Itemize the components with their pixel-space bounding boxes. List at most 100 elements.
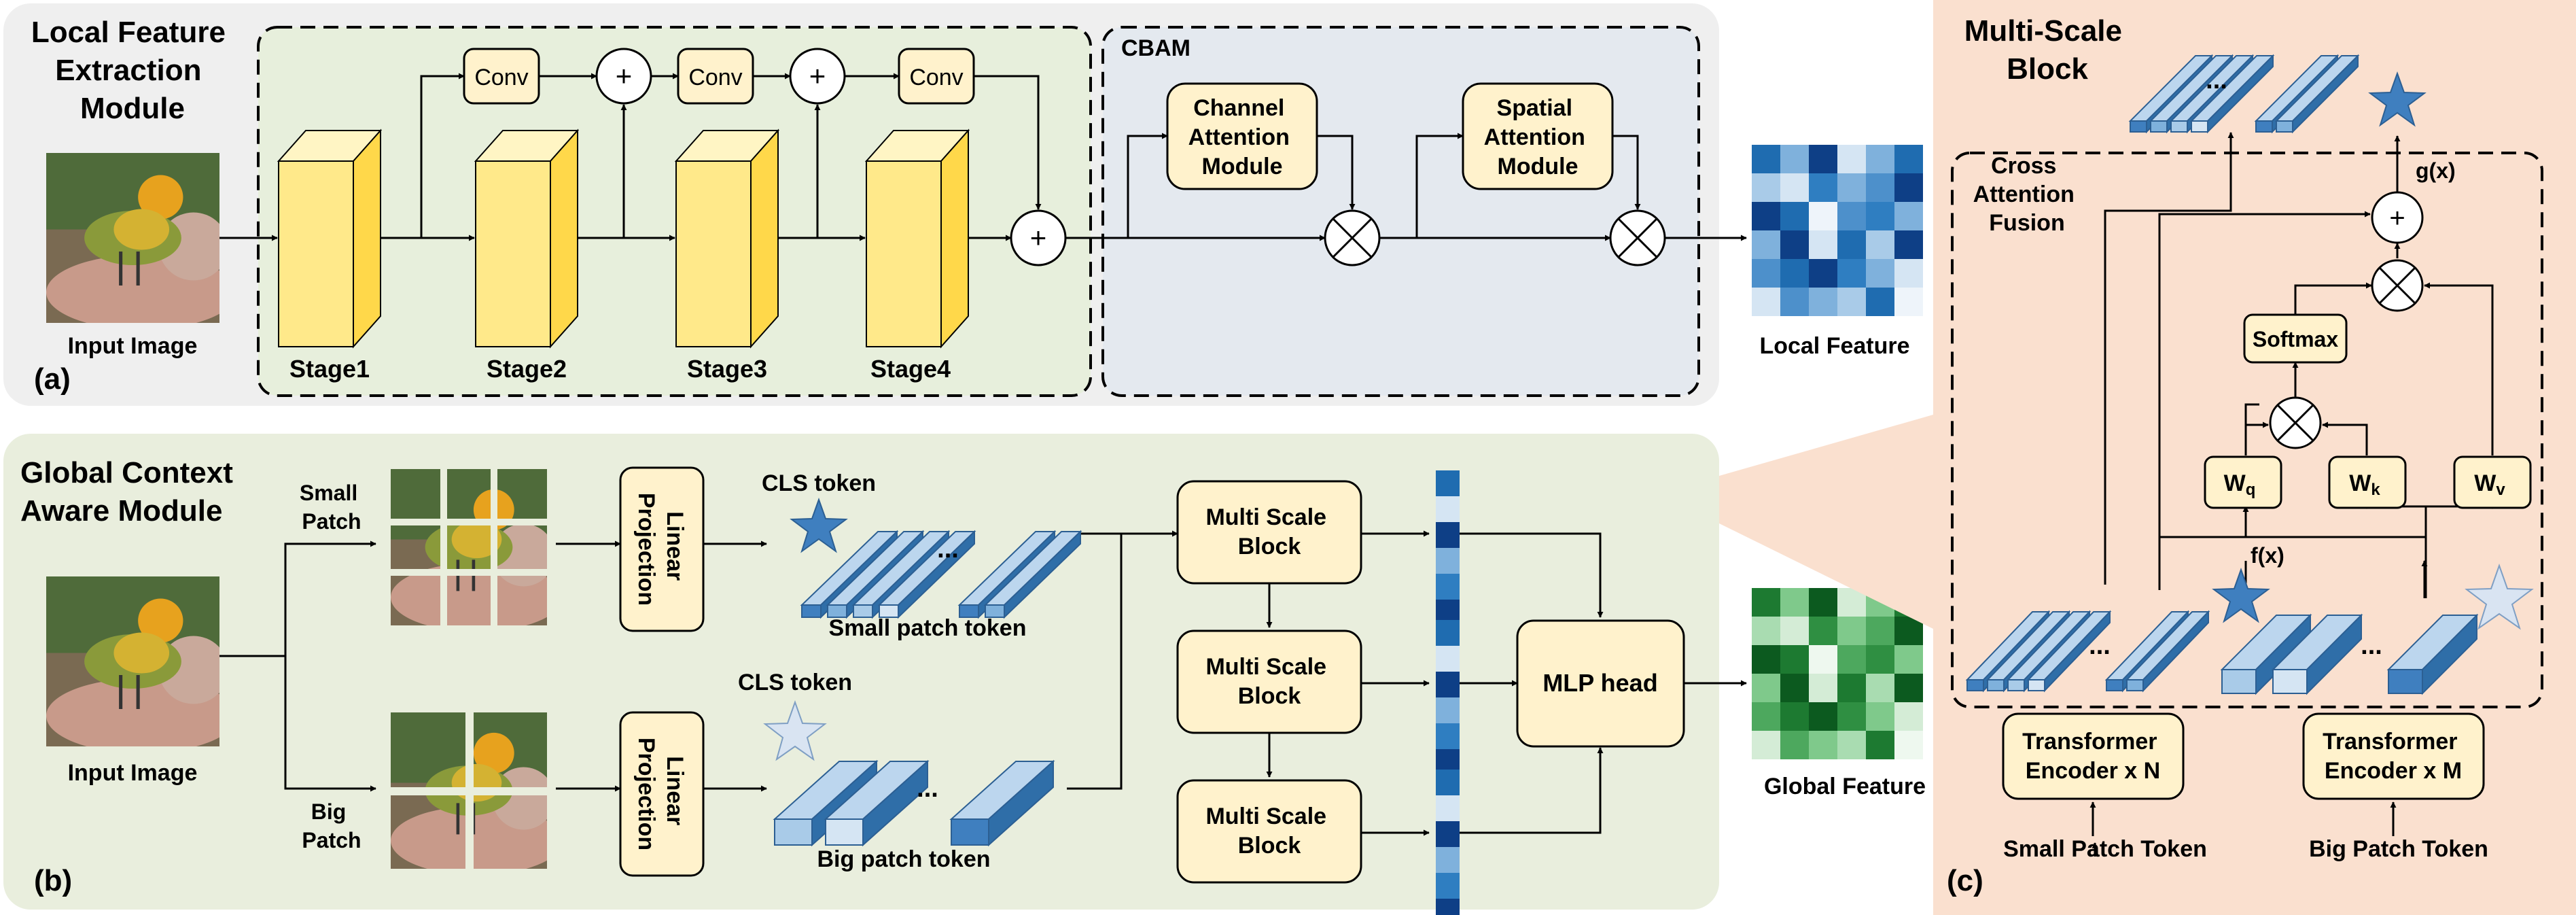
big-patch-label: Big Patch: [302, 799, 361, 852]
vector-cell: [1436, 899, 1460, 915]
wk-box: Wk: [2328, 455, 2407, 509]
vector-cell: [1436, 672, 1460, 697]
big-patch-ellipsis: ...: [917, 774, 938, 803]
conv-2: Conv: [677, 48, 754, 105]
global-feature-cell: [1866, 702, 1894, 731]
global-feature-cell: [1809, 702, 1837, 731]
add-node-2: +: [789, 48, 846, 105]
add-node-c: +: [2371, 191, 2424, 244]
panel-c-input-arrows: [2089, 801, 2397, 836]
svg-text:Wv: Wv: [2474, 470, 2505, 499]
multiply-node-2: [1609, 209, 1666, 266]
local-feature-cell: [1809, 202, 1837, 230]
svg-text:Spatial Attention: Spatial Attention Module: [1484, 95, 1592, 179]
cross-small-bar-front: [2126, 679, 2144, 691]
panel-b-flow-lines: [219, 530, 1747, 836]
global-feature-cell: [1866, 617, 1894, 645]
panel-b-label: (b): [34, 864, 72, 897]
cls-token-star-dark: [790, 498, 848, 553]
cross-small-bar-front: [2007, 679, 2025, 691]
small-token-bar-front: [853, 604, 873, 618]
panel-c-flow-lines: [2092, 132, 2496, 857]
transformer-encoder-small: Transformer Encoder x N: [2002, 712, 2185, 800]
local-feature-cell: [1894, 259, 1923, 288]
global-feature-cell: [1809, 645, 1837, 674]
multiply-node-c-top: [2371, 259, 2424, 312]
vector-cell: [1436, 795, 1460, 821]
small-patch-grid: [391, 469, 547, 625]
big-token-bar-front: [951, 818, 989, 846]
local-feature-cell: [1752, 202, 1780, 230]
local-feature-cell: [1780, 202, 1809, 230]
panel-c-title: Multi-Scale Block: [1964, 14, 2131, 86]
cls-output-vectors: [1436, 470, 1460, 915]
global-feature-cell: [1894, 674, 1923, 702]
global-feature-cell: [1837, 731, 1866, 759]
stage-1: [277, 128, 383, 349]
panel-b: Global Context Aware Module (b) Input Im…: [3, 434, 1926, 915]
global-feature-cell: [1752, 645, 1780, 674]
big-patch-token-caption: Big patch token: [817, 846, 990, 872]
global-feature-cell: [1837, 702, 1866, 731]
svg-text:Wq: Wq: [2224, 470, 2256, 499]
global-feature-cell: [1894, 645, 1923, 674]
panel-c: Multi-Scale Block (c) Cross Attention Fu…: [1933, 0, 2576, 915]
local-feature-cell: [1752, 259, 1780, 288]
softmax-box: Softmax: [2243, 313, 2348, 364]
vector-cell: [1436, 646, 1460, 672]
local-feature-cell: [1780, 230, 1809, 259]
stage-2: [474, 128, 580, 349]
local-feature-cell: [1894, 230, 1923, 259]
svg-text:Wk: Wk: [2349, 470, 2380, 499]
global-feature-cell: [1866, 645, 1894, 674]
wv-box: Wv: [2453, 455, 2532, 509]
input-image-b: [46, 576, 219, 746]
global-feature-cell: [1809, 731, 1837, 759]
big-token-bar-front: [825, 818, 864, 846]
small-token-bar-front: [801, 604, 822, 618]
conv-1: Conv: [463, 48, 540, 105]
channel-attention-module: Channel Attention Module: [1166, 82, 1318, 190]
panel-a-title: Local Feature Extraction Module: [31, 16, 234, 125]
linear-projection-small: Linear Projection: [619, 466, 705, 632]
mlp-head: MLP head: [1516, 619, 1685, 748]
svg-text:Channel Attention: Channel Attention Module: [1188, 95, 1296, 179]
cross-big-bar-front: [2388, 669, 2423, 694]
top-token-bar-front: [2150, 120, 2168, 133]
stage-3: [674, 128, 780, 349]
cls-token-label-big: CLS token: [738, 670, 852, 695]
multi-scale-block-2: Multi Scale Block: [1176, 629, 1362, 734]
local-feature-cell: [1752, 145, 1780, 173]
global-feature-cell: [1809, 674, 1837, 702]
stage-3-label: Stage3: [687, 355, 767, 383]
small-patch-label: Small Patch: [300, 481, 364, 534]
global-feature-cell: [1837, 645, 1866, 674]
local-feature-cell: [1752, 173, 1780, 202]
local-feature-cell: [1837, 145, 1866, 173]
cross-attention-box: [1951, 152, 2543, 708]
panel-c-label: (c): [1947, 864, 1983, 897]
global-feature-cell: [1837, 674, 1866, 702]
output-token-ellipsis: ...: [2206, 66, 2227, 94]
panel-a-label: (a): [34, 362, 71, 396]
input-image-caption-b: Input Image: [68, 760, 198, 786]
vector-cell: [1436, 697, 1460, 723]
local-feature-cell: [1837, 173, 1866, 202]
spatial-attention-module: Spatial Attention Module: [1462, 82, 1614, 190]
fx-label: f(x): [2251, 543, 2284, 568]
small-token-bar-front: [959, 604, 979, 618]
top-token-bar-front: [2276, 120, 2293, 133]
global-feature-cell: [1809, 588, 1837, 617]
local-feature-heatmap: [1752, 145, 1923, 316]
panel-a: Local Feature Extraction Module (a) Inpu…: [3, 3, 1923, 406]
conv-3: Conv: [898, 48, 975, 105]
local-feature-cell: [1780, 173, 1809, 202]
cbam-title: CBAM: [1121, 35, 1190, 61]
local-feature-cell: [1809, 173, 1837, 202]
svg-text:Multi Scale Block: Multi Scale Block: [1205, 804, 1333, 859]
local-feature-cell: [1894, 288, 1923, 316]
cross-big-ellipsis: ...: [2361, 632, 2382, 660]
cross-small-bar-front: [1987, 679, 2005, 691]
local-feature-cell: [1780, 288, 1809, 316]
multiply-node-c-qk: [2269, 396, 2322, 449]
